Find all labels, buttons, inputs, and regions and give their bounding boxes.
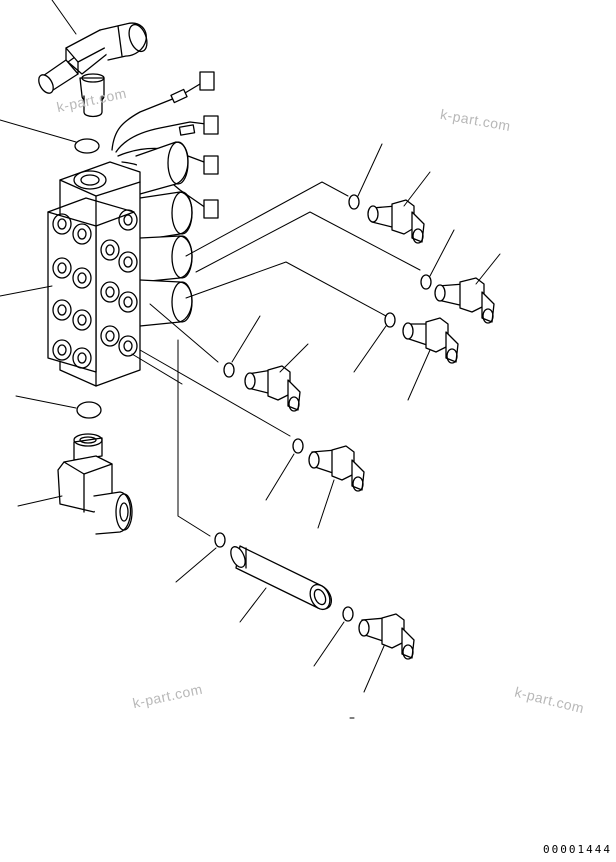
o-ring-3 — [384, 312, 396, 328]
o-ring-bottom — [76, 401, 102, 419]
port — [52, 257, 72, 279]
port — [118, 335, 138, 357]
port — [100, 325, 120, 347]
port — [72, 267, 92, 289]
connector-1 — [199, 71, 215, 91]
o-ring-4 — [223, 362, 235, 378]
solenoid-coil-3 — [139, 235, 193, 283]
leader-line — [175, 547, 217, 583]
routing-lines — [131, 181, 421, 537]
port — [118, 209, 138, 231]
connector-3 — [203, 155, 219, 175]
leader-line — [279, 343, 309, 373]
o-ring-5 — [292, 438, 304, 454]
leader-line — [51, 0, 77, 35]
port — [72, 309, 92, 331]
elbow-fitting-top — [38, 22, 148, 118]
o-ring-2 — [420, 274, 432, 290]
solenoid-coil-2 — [139, 191, 193, 241]
plug-fitting-4 — [244, 365, 301, 412]
leader-line — [15, 395, 77, 409]
plug-fitting-3 — [402, 317, 459, 364]
leader-line — [475, 253, 501, 285]
leader-line — [0, 285, 53, 297]
solenoid-valve-block — [47, 161, 141, 387]
leader-line — [0, 119, 77, 143]
leader-line — [407, 349, 431, 401]
port — [72, 223, 92, 245]
leader-line — [429, 229, 455, 277]
leader-line — [357, 143, 383, 197]
leader-line — [353, 325, 387, 373]
port — [118, 251, 138, 273]
port — [100, 239, 120, 261]
leader-line — [239, 587, 267, 623]
port — [52, 339, 72, 361]
port — [100, 281, 120, 303]
drawing-number: 00001444 — [543, 843, 612, 856]
port — [52, 299, 72, 321]
solenoid-coil-1 — [135, 141, 189, 195]
leader-line — [17, 495, 63, 507]
plug-fitting-1 — [367, 199, 425, 244]
plug-fitting-2 — [434, 277, 495, 324]
connector-2 — [203, 115, 219, 135]
plug-fitting-5 — [308, 445, 365, 492]
port — [118, 291, 138, 313]
connector-4 — [203, 199, 219, 219]
leader-line — [231, 315, 261, 363]
leader-line — [317, 479, 335, 529]
port — [72, 347, 92, 369]
o-ring-7 — [342, 606, 354, 622]
leader-line — [363, 645, 385, 693]
elbow-fitting-bottom — [57, 433, 133, 535]
accumulator-tube — [230, 545, 332, 611]
leader-line — [403, 171, 431, 207]
leader-line — [313, 621, 345, 667]
port — [52, 213, 72, 235]
solenoid-coil-4 — [139, 279, 193, 327]
o-ring-top — [74, 138, 100, 154]
o-ring-1 — [348, 194, 360, 210]
leader-line — [265, 453, 295, 501]
o-ring-6 — [214, 532, 226, 548]
plug-fitting-6 — [358, 613, 415, 660]
